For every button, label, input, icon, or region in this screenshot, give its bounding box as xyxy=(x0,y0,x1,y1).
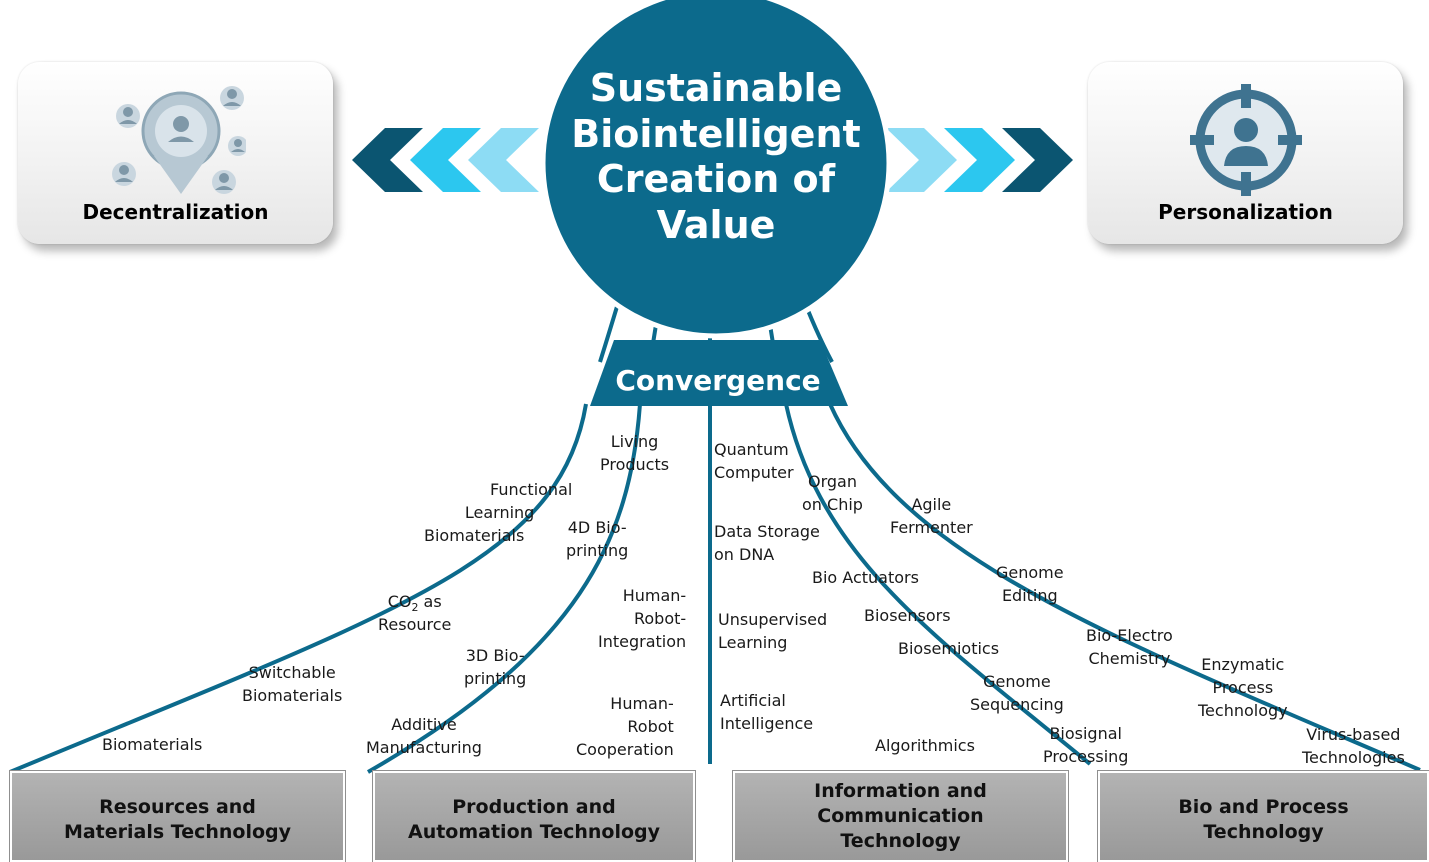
right-arrow-light xyxy=(886,128,957,192)
left-arrow-light xyxy=(468,128,539,192)
footer-information-communication: Information and Communication Technology xyxy=(732,770,1069,862)
left-arrows xyxy=(352,128,539,192)
left-arrow-dark xyxy=(352,128,423,192)
personalization-card: Personalization xyxy=(1088,62,1403,244)
target-person-icon xyxy=(1189,84,1302,196)
label-3d-bioprinting: 3D Bio- printing xyxy=(464,646,527,688)
branch-bio xyxy=(828,403,1421,772)
label-bio-actuators: Bio Actuators xyxy=(812,568,919,587)
core-title-line: Value xyxy=(656,202,776,247)
decentralization-card: Decentralization xyxy=(18,62,333,244)
branch-ict-bio xyxy=(784,403,1092,766)
footer-bio-process: Bio and Process Technology xyxy=(1097,770,1429,862)
right-arrow-dark xyxy=(1002,128,1073,192)
core-title-line: Sustainable xyxy=(589,66,843,110)
right-arrow-mid xyxy=(944,128,1015,192)
label-biosensors: Biosensors xyxy=(864,606,951,625)
core-title: Sustainable Biointelligent Creation of V… xyxy=(546,66,886,248)
label-data-storage-dna: Data Storage on DNA xyxy=(714,522,820,564)
core-circle xyxy=(540,0,892,339)
label-genome-editing: Genome Editing xyxy=(996,563,1064,605)
label-organ-on-chip: Organ on Chip xyxy=(802,472,863,514)
convergence-label: Convergence xyxy=(615,364,821,397)
branch-resources xyxy=(9,403,588,774)
branch-lines xyxy=(9,403,1421,774)
label-co2-resource: CO2 as Resource xyxy=(378,592,452,634)
footer-production-automation: Production and Automation Technology xyxy=(372,770,696,862)
label-genome-sequencing: Genome Sequencing xyxy=(970,672,1064,714)
label-virus-based-technologies: Virus-based Technologies xyxy=(1302,725,1405,767)
label-4d-bioprinting: 4D Bio- printing xyxy=(566,518,629,560)
footer-resources-materials: Resources and Materials Technology xyxy=(9,770,346,862)
core-title-line: Biointelligent xyxy=(571,111,861,156)
convergence-band xyxy=(590,340,848,406)
label-algorithmics: Algorithmics xyxy=(875,736,975,755)
label-artificial-intelligence: Artificial Intelligence xyxy=(720,691,814,733)
label-enzymatic-process-technology: Enzymatic Process Technology xyxy=(1198,655,1288,720)
label-unsupervised-learning: Unsupervised Learning xyxy=(718,610,828,652)
right-arrows xyxy=(886,128,1073,192)
left-arrow-mid xyxy=(410,128,481,192)
label-human-robot-integration: Human- Robot- Integration xyxy=(598,586,687,651)
label-living-products: Living Products xyxy=(600,432,670,474)
branch-production xyxy=(367,403,642,774)
core-title-line: Creation of xyxy=(596,157,836,201)
decentralization-label: Decentralization xyxy=(82,200,269,224)
label-biomaterials: Biomaterials xyxy=(102,735,203,754)
label-bio-electro-chemistry: Bio-Electro Chemistry xyxy=(1086,626,1173,668)
label-quantum-computer: Quantum Computer xyxy=(714,440,794,482)
location-network-icon xyxy=(111,86,246,194)
label-human-robot-cooperation: Human- Robot Cooperation xyxy=(576,694,674,759)
label-biosemiotics: Biosemiotics xyxy=(898,639,1000,658)
label-functional-learning-biomaterials: Functional Learning Biomaterials xyxy=(424,480,573,545)
label-switchable-biomaterials: Switchable Biomaterials xyxy=(242,663,343,705)
personalization-label: Personalization xyxy=(1158,200,1333,224)
label-agile-fermenter: Agile Fermenter xyxy=(890,495,973,537)
label-biosignal-processing: Biosignal Processing xyxy=(1043,724,1129,766)
label-additive-manufacturing: Additive Manufacturing xyxy=(366,715,482,757)
